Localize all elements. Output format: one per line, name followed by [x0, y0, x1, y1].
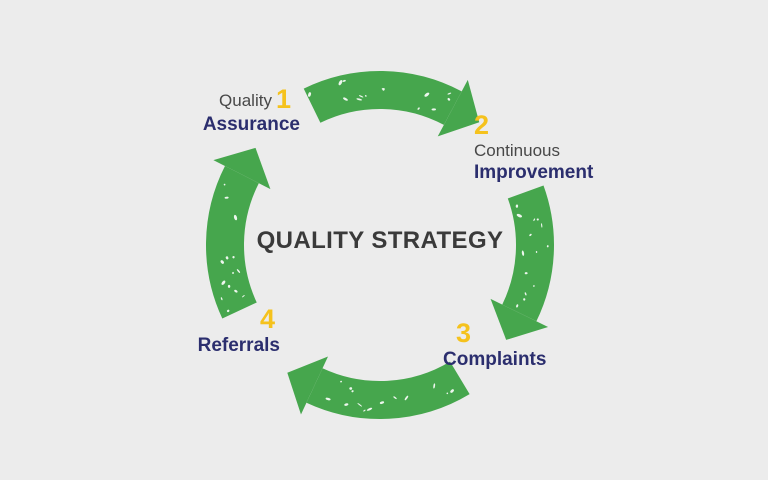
step-2-label: Improvement: [474, 161, 594, 183]
step-complaints: 3 Complaints: [443, 320, 546, 371]
step-3-number: 3: [456, 318, 472, 348]
cycle-arrow-top: [303, 71, 480, 137]
step-1-pre-label: Quality: [219, 91, 272, 110]
step-1-label: Assurance: [202, 114, 300, 135]
step-2-number: 2: [474, 110, 490, 140]
cycle-arrow-right: [490, 185, 554, 340]
step-4-number: 4: [259, 304, 275, 334]
cycle-arrow-left: [206, 147, 271, 319]
step-2-pre-label: Continuous: [474, 141, 561, 160]
step-continuous-improvement: 2 Continuous Improvement: [474, 112, 593, 184]
step-1-number: 1: [275, 84, 291, 114]
cycle-arrow-bottom: [287, 356, 470, 419]
step-3-label: Complaints: [443, 349, 547, 370]
step-referrals: 4 Referrals: [148, 306, 280, 357]
step-4-label: Referrals: [197, 335, 280, 356]
diagram-title: QUALITY STRATEGY: [256, 227, 504, 254]
